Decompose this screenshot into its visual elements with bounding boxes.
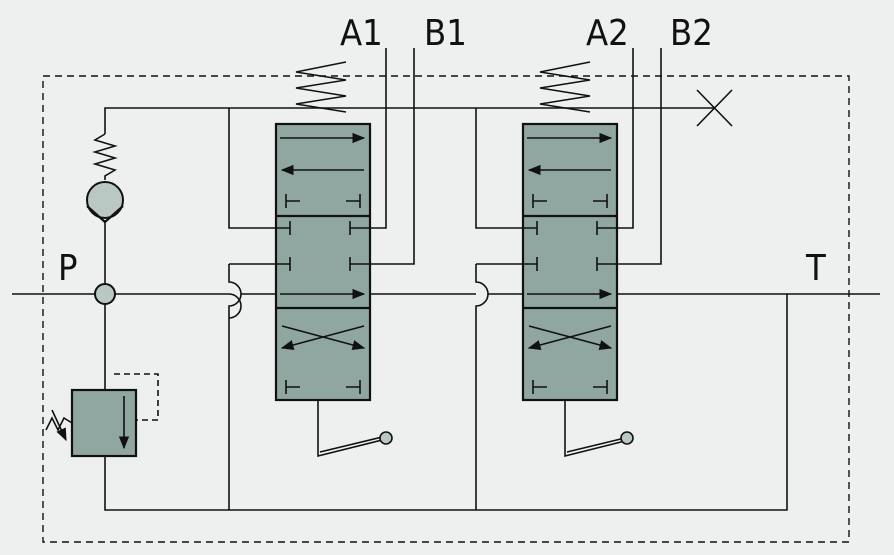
check-spring-icon bbox=[92, 133, 118, 180]
port-label-b2: B2 bbox=[670, 13, 713, 54]
valve1-feed-line bbox=[228, 108, 276, 229]
main-pressure-line bbox=[12, 293, 880, 319]
directional-valve-2 bbox=[521, 61, 634, 458]
port-b2-line bbox=[617, 48, 662, 265]
pilot-line bbox=[104, 107, 714, 134]
valve1-lever-knob-icon[interactable] bbox=[379, 431, 393, 445]
valve1-spring-icon bbox=[295, 61, 347, 113]
port-b1-line bbox=[370, 48, 415, 265]
valve2-lever-icon bbox=[564, 400, 630, 458]
valve2-lever-knob-icon[interactable] bbox=[620, 431, 634, 445]
valve1-lever-icon bbox=[317, 400, 383, 458]
pressure-junction-icon bbox=[94, 283, 116, 305]
tank-return-line bbox=[104, 294, 788, 511]
check-ball-icon bbox=[86, 181, 124, 219]
port-label-a2: A2 bbox=[586, 13, 629, 54]
port-label-b1: B1 bbox=[424, 13, 467, 54]
port-a1-line bbox=[370, 48, 387, 229]
directional-valve-1 bbox=[274, 61, 393, 458]
crossover-loop-2 bbox=[475, 264, 489, 510]
relief-valve bbox=[45, 373, 159, 458]
manifold-boundary bbox=[42, 75, 850, 543]
port-label-t: T bbox=[805, 248, 826, 289]
port-a2-line bbox=[617, 48, 634, 229]
port-label-p: P bbox=[58, 248, 78, 289]
x-port-cross-icon bbox=[696, 89, 733, 127]
crossover-loop-1 bbox=[228, 264, 242, 510]
check-valve bbox=[86, 133, 124, 224]
valve2-feed-line bbox=[475, 108, 523, 229]
port-label-a1: A1 bbox=[340, 13, 383, 54]
valve2-spring-icon bbox=[539, 61, 591, 113]
